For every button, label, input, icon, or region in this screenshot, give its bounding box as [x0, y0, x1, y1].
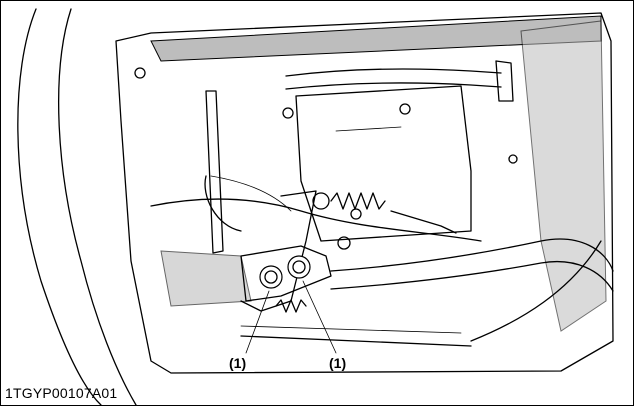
right-bolt	[508, 154, 518, 164]
figure-code: 1TGYP00107A01	[5, 385, 118, 401]
bracket-arm	[240, 190, 317, 312]
linkage-nut	[350, 208, 362, 220]
leader-line-left	[245, 290, 270, 354]
callout-label-right: (1)	[329, 355, 347, 371]
plate-bolt-right	[399, 103, 411, 115]
left-pipe	[205, 90, 224, 254]
top-hose-lower	[285, 82, 502, 90]
cable-sheath	[210, 175, 292, 212]
leader-line-right	[302, 280, 337, 354]
right-panel-shade	[520, 20, 607, 332]
body-inner-curve	[58, 8, 137, 406]
opening-frame	[115, 12, 614, 374]
hose-bracket	[495, 60, 514, 102]
lower-rod	[240, 335, 472, 347]
linkage-rod	[390, 210, 457, 234]
lever-plate	[240, 245, 332, 302]
lower-left-shade	[160, 250, 252, 307]
frame-bolt-hole	[134, 67, 146, 79]
hex-nut-icon	[259, 265, 283, 289]
right-curve-hose	[470, 240, 602, 342]
inner-back-plate	[295, 85, 472, 242]
linkage-spring	[330, 192, 386, 210]
plate-line	[335, 126, 402, 132]
top-hose	[285, 68, 502, 77]
linkage-pivot	[312, 192, 330, 210]
cable-loop	[204, 175, 242, 232]
lower-rod-2	[240, 325, 462, 334]
bracket-bolt	[337, 236, 351, 250]
body-outer-curve	[17, 8, 102, 406]
return-spring	[275, 299, 307, 313]
throttle-cable	[150, 198, 482, 242]
callout-label-left: (1)	[229, 355, 247, 371]
lower-hose-outer	[330, 238, 614, 272]
hex-nut-icon	[287, 255, 311, 279]
plate-bolt-left	[282, 107, 294, 119]
lower-hose-inner	[330, 261, 614, 292]
